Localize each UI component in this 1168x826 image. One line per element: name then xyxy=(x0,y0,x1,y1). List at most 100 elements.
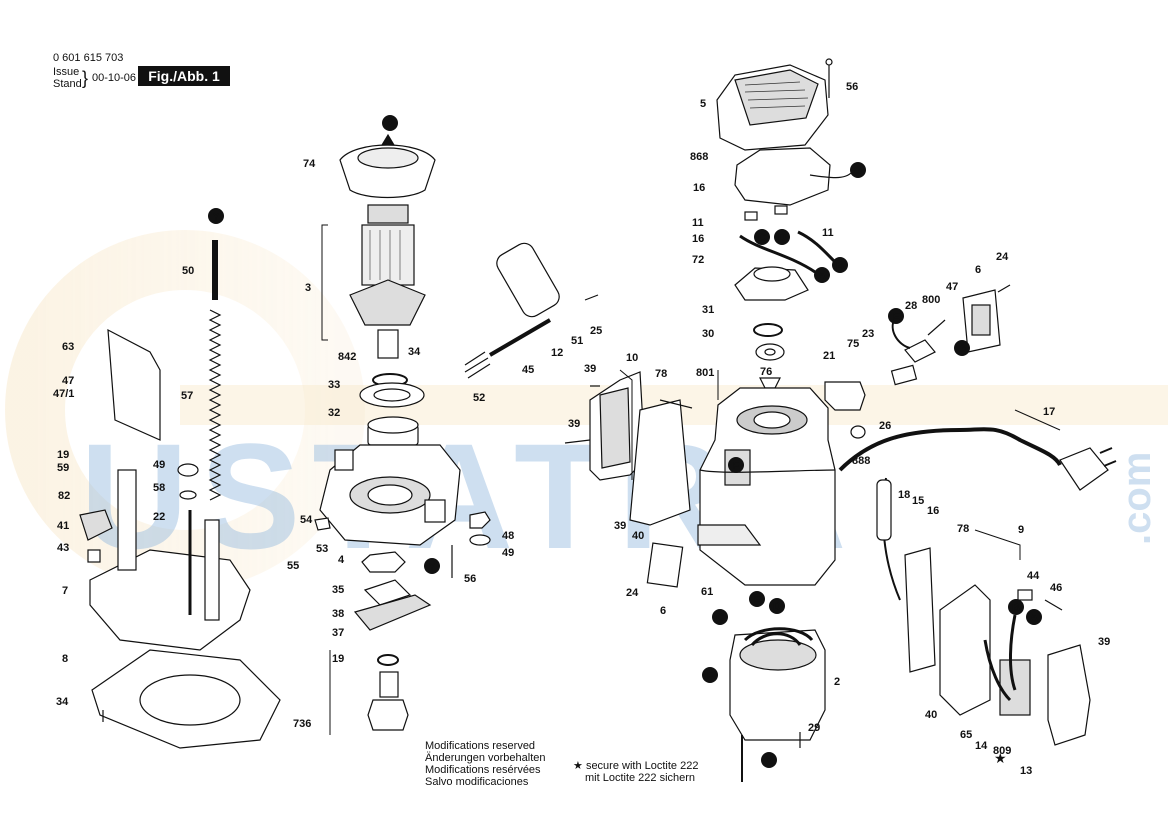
screw-56-top xyxy=(825,58,833,98)
part-number-label: 46 xyxy=(1050,582,1062,594)
label-61 xyxy=(697,524,762,546)
label-text: 40 xyxy=(632,530,644,542)
star-icon: ★ xyxy=(573,760,583,772)
nut-35 xyxy=(361,551,406,573)
label-text: F xyxy=(707,670,714,682)
fan-74-drawing xyxy=(339,133,436,199)
label-text: 39 xyxy=(1098,636,1110,648)
cable-a xyxy=(739,234,816,274)
marker-circle xyxy=(769,598,785,614)
label-text: 12 xyxy=(551,347,563,359)
label-text: F xyxy=(733,460,740,472)
label-text: 19 xyxy=(332,653,344,665)
label-text: 52 xyxy=(473,392,485,404)
part-number-label: 12 xyxy=(551,347,563,359)
label-text: 40 xyxy=(925,709,937,721)
label-text: 7 xyxy=(62,585,68,597)
motor-cap-drawing xyxy=(716,64,829,151)
part-number: 0 601 615 703 xyxy=(53,52,124,64)
label-text: 34 xyxy=(56,696,69,708)
part-number-label: 16 xyxy=(927,505,939,517)
label-text: 736 xyxy=(293,718,311,730)
connection-marker: E xyxy=(888,308,904,324)
motor-housing-drawing xyxy=(699,387,836,586)
part-number-label: 59 xyxy=(57,462,69,474)
part-number-label: 14 xyxy=(975,740,988,752)
part-number-label: 10 xyxy=(626,352,638,364)
cover-plate-6-window xyxy=(971,304,991,336)
label-text: 75 xyxy=(847,338,859,350)
marker-circle xyxy=(208,208,224,224)
part-43 xyxy=(87,549,101,563)
marker-circle xyxy=(814,267,830,283)
label-text: 21 xyxy=(823,350,835,362)
part-number-label: 16 xyxy=(693,182,705,194)
connection-marker: D xyxy=(769,598,785,614)
part-number-label: 736 xyxy=(293,718,311,730)
label-text: 34 xyxy=(408,346,421,358)
part-number-label: 82 xyxy=(58,490,70,502)
brush-part-800 xyxy=(904,339,936,363)
part-number-label: 11 xyxy=(822,227,834,239)
label-text: Y xyxy=(212,211,220,223)
note-line: Salvo modificaciones xyxy=(425,776,529,788)
part-38 xyxy=(363,579,412,606)
part-number-label: 55 xyxy=(287,560,299,572)
label-text: 28 xyxy=(905,300,917,312)
marker-circle xyxy=(1026,609,1042,625)
label-text: 47 xyxy=(62,375,74,387)
part-number-label: 26 xyxy=(879,420,891,432)
brush-holder-ring xyxy=(753,266,791,282)
clamp-37 xyxy=(353,594,432,631)
part-number-label: 15 xyxy=(912,495,924,507)
connection-marker: D xyxy=(774,229,790,245)
part-number-label: 24 xyxy=(626,587,639,599)
label-text: 48 xyxy=(502,530,514,542)
part-number-label: 40 xyxy=(632,530,644,542)
label-text: X xyxy=(386,118,394,130)
label-text: 47 xyxy=(946,281,958,293)
label-text: 18 xyxy=(898,489,910,501)
part-number-label: 47 xyxy=(946,281,958,293)
label-text: G xyxy=(958,343,967,355)
label-text: 10 xyxy=(626,352,638,364)
label-text: 24 xyxy=(996,251,1009,263)
marker-circle xyxy=(424,558,440,574)
label-text: 22 xyxy=(153,511,165,523)
label-text: E xyxy=(753,594,760,606)
collet xyxy=(379,671,399,698)
marker-circle xyxy=(382,115,398,131)
part-number-label: 28 xyxy=(905,300,917,312)
screw-78 xyxy=(659,399,693,409)
label-text: 82 xyxy=(58,490,70,502)
label-text: 32 xyxy=(328,407,340,419)
marker-circle xyxy=(761,752,777,768)
plug-pin xyxy=(1103,460,1117,467)
label-text: 9 xyxy=(1018,524,1024,536)
label-text: 43 xyxy=(57,542,69,554)
label-text: 11 xyxy=(692,217,704,229)
part-number-label: 7 xyxy=(62,585,68,597)
part-number-label: 18 xyxy=(898,489,910,501)
label-text: 868 xyxy=(690,151,708,163)
carbon-brush-28 xyxy=(890,364,918,386)
part-number-label: 47/1 xyxy=(53,388,74,400)
label-text: 14 xyxy=(975,740,988,752)
part-number-label: 33 xyxy=(328,379,340,391)
label-text: D xyxy=(773,601,781,613)
part-number-label: 72 xyxy=(692,254,704,266)
ring-31 xyxy=(753,323,783,337)
shaft-45 xyxy=(488,318,552,357)
router-base-7 xyxy=(89,469,251,651)
label-text: B xyxy=(836,260,844,272)
part-number-label: 6 xyxy=(975,264,981,276)
label-text: 53 xyxy=(316,543,328,555)
part-number-label: 868 xyxy=(690,151,708,163)
connection-marker: Y xyxy=(424,558,440,574)
label-text: 45 xyxy=(522,364,534,376)
star-icon: ★ xyxy=(994,750,1007,766)
label-text: 41 xyxy=(57,520,69,532)
screw-47 xyxy=(927,319,946,336)
power-cable-17 xyxy=(838,427,1062,472)
